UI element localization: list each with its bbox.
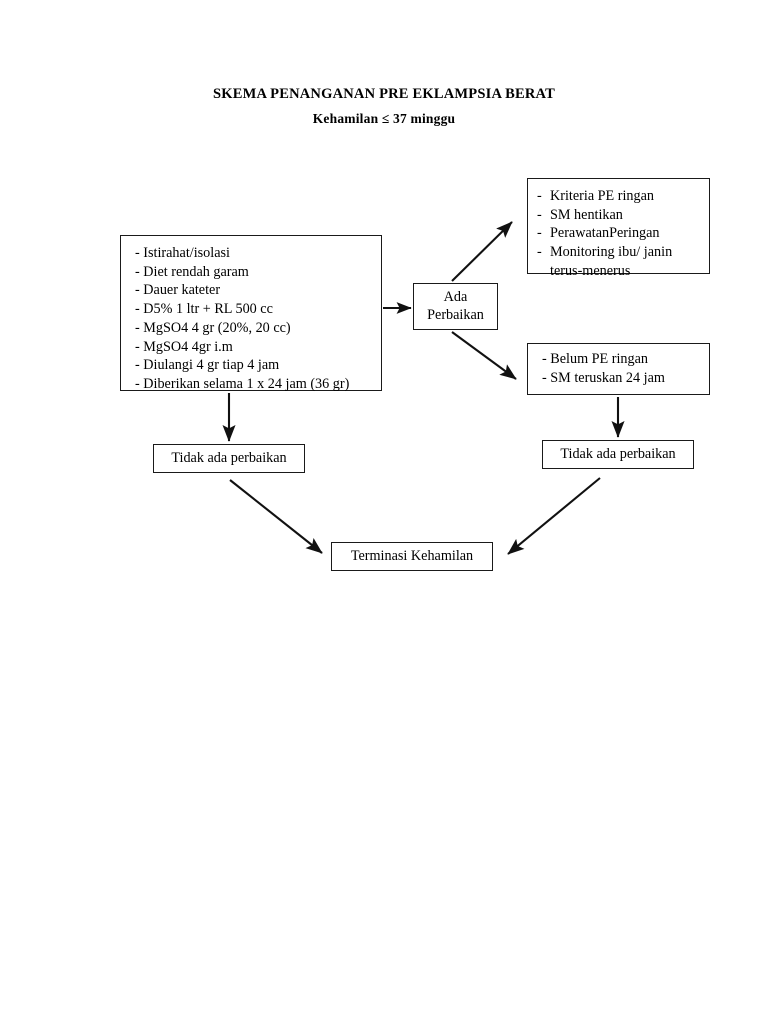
arrow-right-to-termination [507, 477, 601, 555]
treatment-line: - MgSO4 4gr i.m [135, 338, 233, 355]
treatment-line: - Istirahat/isolasi [135, 245, 230, 261]
improved-item-label: Monitoring ibu/ janin [550, 244, 673, 261]
treatment-line: - MgSO4 4 gr (20%, 20 cc) [135, 319, 291, 336]
arrow-decision-to-improved [451, 221, 513, 282]
arrow-decision-to-not-improved [451, 331, 517, 380]
treatment-line: - D5% 1 ltr + RL 500 cc [135, 301, 273, 318]
decision-label-line2: Perbaikan [427, 306, 484, 323]
treatment-line: - Dauer kateter [135, 282, 221, 299]
outcome-not-improved-box: - Belum PE ringan - SM teruskan 24 jam [527, 343, 710, 395]
treatment-line: - Diet rendah garam [135, 263, 249, 280]
list-dash: - [537, 206, 542, 223]
arrow-left-to-termination [229, 479, 323, 554]
improved-item-label: PerawatanPeringan [550, 225, 660, 242]
termination-label: Terminasi Kehamilan [350, 548, 474, 565]
improved-item-continuation: terus-menerus [550, 262, 631, 279]
list-dash: - [537, 244, 542, 261]
outcome-improved-box: - Kriteria PE ringan - SM hentikan - Per… [527, 178, 710, 279]
improved-item-label: SM hentikan [550, 206, 623, 223]
page-subtitle: Kehamilan ≤ 37 minggu [312, 111, 456, 126]
no-improvement-right-label: Tidak ada perbaikan [560, 446, 676, 463]
improved-item: - Monitoring ibu/ janin [537, 243, 700, 262]
treatment-protocol-box: - Istirahat/isolasi - Diet rendah garam … [120, 235, 382, 393]
improved-item: - SM hentikan [537, 206, 700, 225]
list-dash: - [537, 225, 542, 242]
decision-improvement-box: Ada Perbaikan [413, 283, 498, 330]
list-dash: - [537, 188, 542, 204]
termination-box: Terminasi Kehamilan [331, 542, 493, 571]
page-title: SKEMA PENANGANAN PRE EKLAMPSIA BERAT [212, 86, 556, 102]
no-improvement-left-box: Tidak ada perbaikan [153, 444, 305, 473]
no-improvement-right-box: Tidak ada perbaikan [542, 440, 694, 469]
not-improved-line: - SM teruskan 24 jam [542, 369, 665, 386]
treatment-line: - Diulangi 4 gr tiap 4 jam [135, 357, 280, 374]
not-improved-line: - Belum PE ringan [542, 351, 648, 367]
decision-label-line1: Ada [443, 288, 468, 305]
improved-item: - PerawatanPeringan [537, 224, 700, 243]
treatment-line: - Diberikan selama 1 x 24 jam (36 gr) [135, 376, 350, 393]
improved-item-label: Kriteria PE ringan [550, 188, 655, 204]
improved-item: - Kriteria PE ringan [537, 187, 700, 206]
no-improvement-left-label: Tidak ada perbaikan [171, 450, 287, 467]
